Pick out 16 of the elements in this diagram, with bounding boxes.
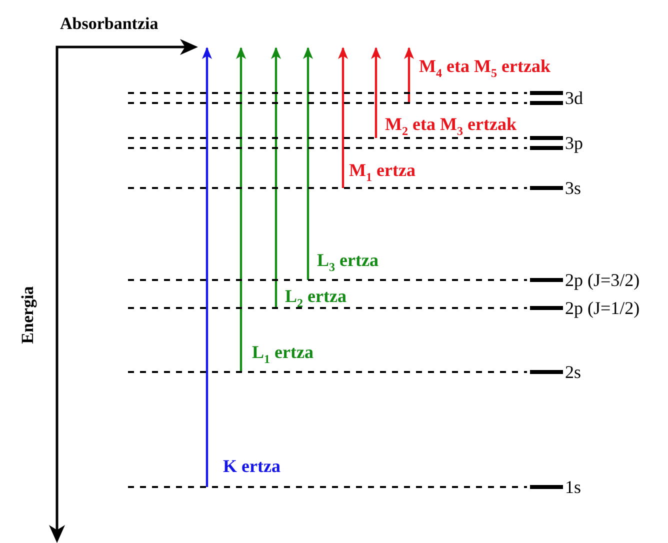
axis-title: Energia [18,285,38,346]
arrow [404,47,414,103]
arrow [236,47,246,372]
arrow [303,47,313,280]
level-label: 3s [565,179,582,197]
arrow [338,47,348,188]
axis-title: Absorbantzia [60,14,158,34]
level-label: 3p [565,134,583,152]
level-label: 1s [565,478,582,496]
arrow [271,47,281,308]
level-label: 2s [565,363,582,381]
arrow [371,47,381,138]
level-label: 3d [565,89,583,107]
arrow [202,47,212,487]
level-label: 2p (J=3/2) [565,271,640,289]
level-label: 2p (J=1/2) [565,299,640,317]
